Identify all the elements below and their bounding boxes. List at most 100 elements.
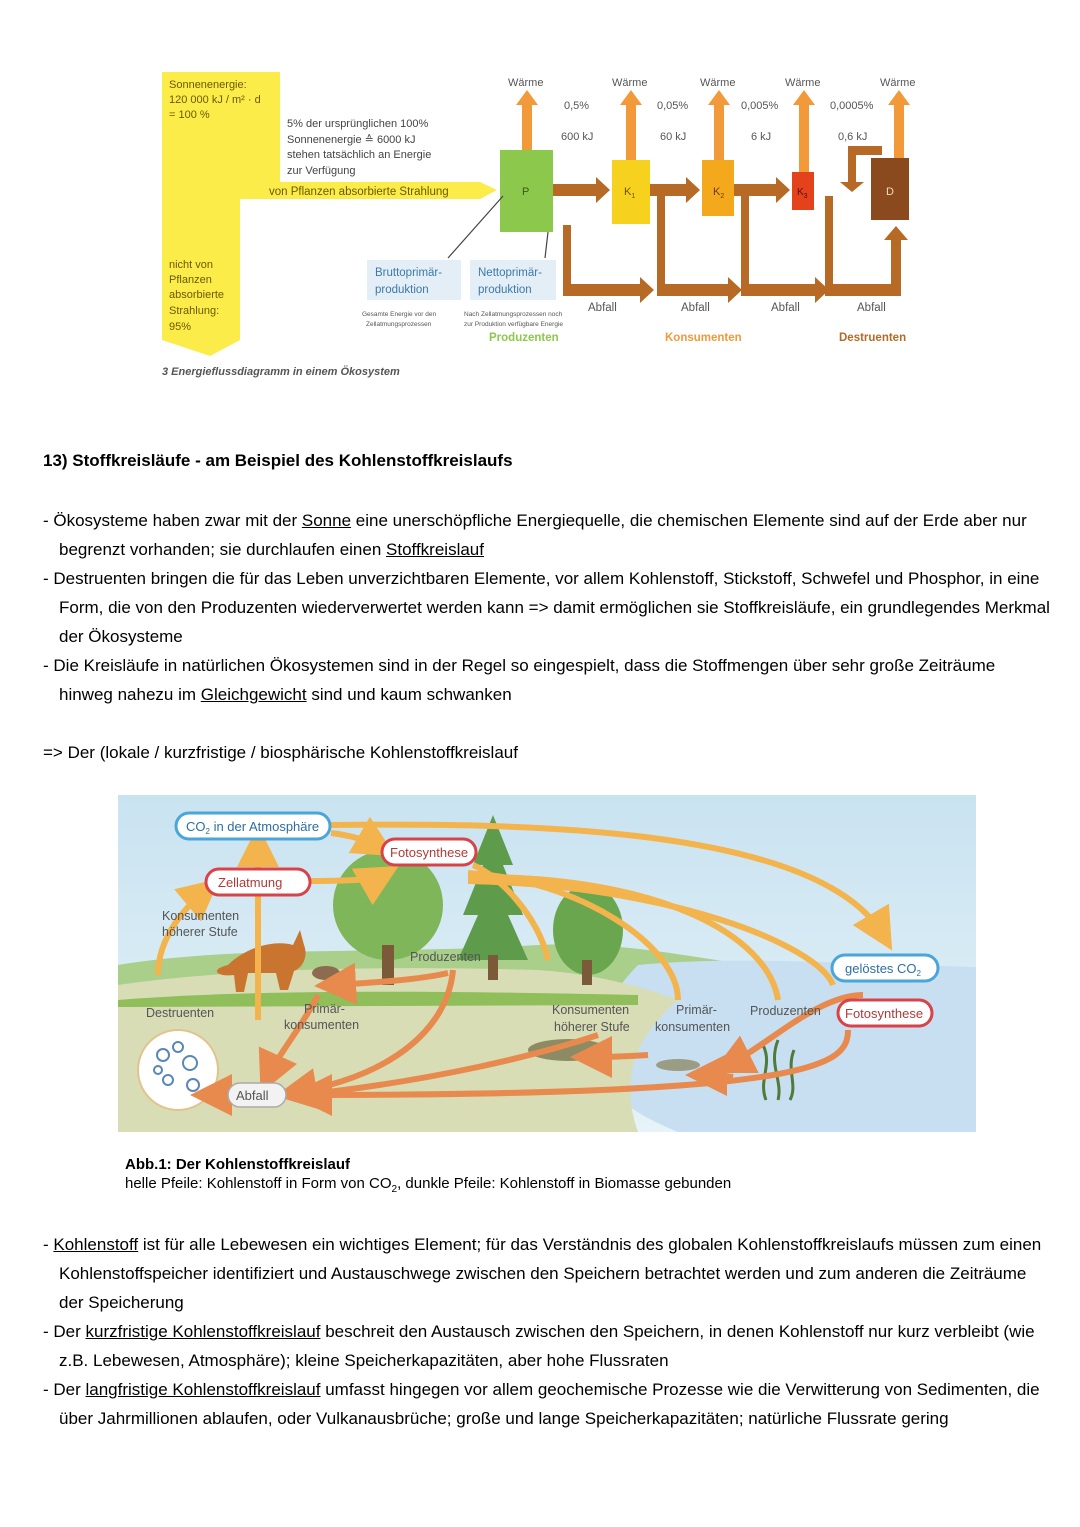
not-absorbed-2: Pflanzen [169,274,212,286]
fox [216,930,306,992]
label-water-producers: Produzenten [750,1004,821,1018]
consumers-label: Konsumenten [665,332,742,344]
k2-box [702,160,734,216]
svg-text:Fotosynthese: Fotosynthese [845,1006,923,1021]
pct-k3: 0,0005% [830,100,874,112]
heat-label-k1: Wärme [612,77,647,89]
waste-label-3: Abfall [771,302,800,314]
label-decomposers: Destruenten [146,1006,214,1020]
mouse [312,966,340,980]
waste-label-4: Abfall [857,302,886,314]
available-4: zur Verfügung [287,165,356,177]
producers-label: Produzenten [489,332,559,344]
producer-box [500,150,553,232]
section-heading: 13) Stoffkreisläufe - am Beispiel des Ko… [43,451,513,470]
not-absorbed-4: Strahlung: [169,305,219,317]
brutto-label-2: produktion [375,284,429,296]
label-dissolved-co2: gelöstes CO2 [830,953,940,983]
label-respiration: Zellatmung [204,867,312,897]
heat-label-k2: Wärme [700,77,735,89]
label-photosynthesis: Fotosynthese [380,837,478,867]
label-producers: Produzenten [410,950,481,964]
brutto-box [367,260,461,300]
brutto-label-1: Bruttoprimär- [375,267,442,279]
heat-arrow-d [888,90,910,158]
label-water-primary-2: konsumenten [655,1020,730,1034]
energy-diagram-caption: 3 Energieflussdiagramm in einem Ökosyste… [162,365,400,378]
flow-arrows [552,146,908,303]
heat-label-k3: Wärme [785,77,820,89]
netto-note-2: zur Produktion verfügbare Energie [464,321,563,328]
brutto-note-1: Gesamte Energie vor den [362,311,436,318]
k1-box [612,160,650,224]
label-higher-consumers-2: höherer Stufe [162,925,238,939]
label-waste: Abfall [227,1082,287,1108]
pct-k2: 0,005% [741,100,779,112]
brutto-note-2: Zellatmungsprozessen [366,321,432,328]
label-primary-2: konsumenten [284,1018,359,1032]
heat-arrow-k1 [620,90,642,160]
heat-arrows [516,90,910,172]
bullet-short-cycle: - Der kurzfristige Kohlenstoffkreislauf … [43,1322,1035,1370]
netto-note-1: Nach Zellatmungsprozessen noch [464,311,563,318]
figure-caption: Abb.1: Der Kohlenstoffkreislauf helle Pf… [125,1155,731,1199]
label-primary-1: Primär- [304,1002,345,1016]
netto-box [470,260,556,300]
label-water-higher-1: Konsumenten [552,1003,629,1017]
sun-label-3: = 100 % [169,109,210,121]
available-1: 5% der ursprünglichen 100% [287,118,428,130]
label-co2-atm: CO2 in der Atmosphäre [174,811,332,841]
label-water-higher-2: höherer Stufe [554,1020,630,1034]
subline: => Der (lokale / kurzfristige / biosphär… [43,743,518,762]
bullet-2: - Destruenten bringen die für das Leben … [43,569,1050,646]
available-2: Sonnenenergie ≙ 6000 kJ [287,134,415,146]
kj-k2: 6 kJ [751,131,771,143]
heat-arrow-k3 [793,90,815,172]
kj-k3: 0,6 kJ [838,131,867,143]
bullet-long-cycle: - Der langfristige Kohlenstoffkreislauf … [43,1380,1040,1428]
waste-label-1: Abfall [588,302,617,314]
kj-p: 600 kJ [561,131,593,143]
k1-box-label: K1 [624,186,635,200]
waste-label-2: Abfall [681,302,710,314]
sun-label-1: Sonnenenergie: [169,79,247,91]
k3-box-label: K3 [797,187,808,200]
heat-label-p: Wärme [508,77,543,89]
heat-label-d: Wärme [880,77,915,89]
bullet-1: - Ökosysteme haben zwar mit der Sonne ei… [43,511,1027,559]
svg-text:Zellatmung: Zellatmung [218,875,282,890]
section-two: - Kohlenstoff ist für alle Lebewesen ein… [43,1230,1053,1433]
pct-p: 0,5% [564,100,589,112]
svg-text:gelöstes CO2: gelöstes CO2 [845,961,922,978]
bullet-carbon: - Kohlenstoff ist für alle Lebewesen ein… [43,1235,1042,1312]
section-intro: - Ökosysteme haben zwar mit der Sonne ei… [43,506,1053,709]
biomass-arrows [190,962,864,1116]
available-3: stehen tatsächlich an Energie [287,149,431,161]
netto-label-1: Nettoprimär- [478,267,542,279]
k3-box [792,172,814,210]
absorbed-label: von Pflanzen absorbierte Strahlung [269,186,449,198]
decomposer-box [871,158,909,220]
label-water-primary-1: Primär- [676,1003,717,1017]
svg-text:Fotosynthese: Fotosynthese [390,845,468,860]
sun-energy-shape [162,72,497,356]
carbon-cycle-diagram: CO2 in der Atmosphäre Fotosynthese Zella… [118,795,976,1132]
pct-k1: 0,05% [657,100,688,112]
decomposer-box-label: D [886,186,894,198]
fish-small [656,1059,700,1071]
sun-label-2: 120 000 kJ / m² · d [169,94,261,106]
co2-arrows [155,816,893,1020]
bullet-3: - Die Kreisläufe in natürlichen Ökosyste… [43,656,996,704]
kj-k1: 60 kJ [660,131,686,143]
svg-text:Abfall: Abfall [236,1088,269,1103]
producer-box-label: P [522,186,529,198]
label-higher-consumers-1: Konsumenten [162,909,239,923]
heat-arrow-k2 [708,90,730,160]
not-absorbed-1: nicht von [169,259,213,271]
heat-arrow-p [516,90,538,150]
label-water-photosynthesis: Fotosynthese [836,998,934,1028]
figure-caption-title: Abb.1: Der Kohlenstoffkreislauf [125,1156,351,1173]
svg-text:CO2 in der Atmosphäre: CO2 in der Atmosphäre [186,819,319,836]
not-absorbed-3: absorbierte [169,289,224,301]
energy-flow-diagram: Sonnenenergie: 120 000 kJ / m² · d = 100… [162,72,915,378]
